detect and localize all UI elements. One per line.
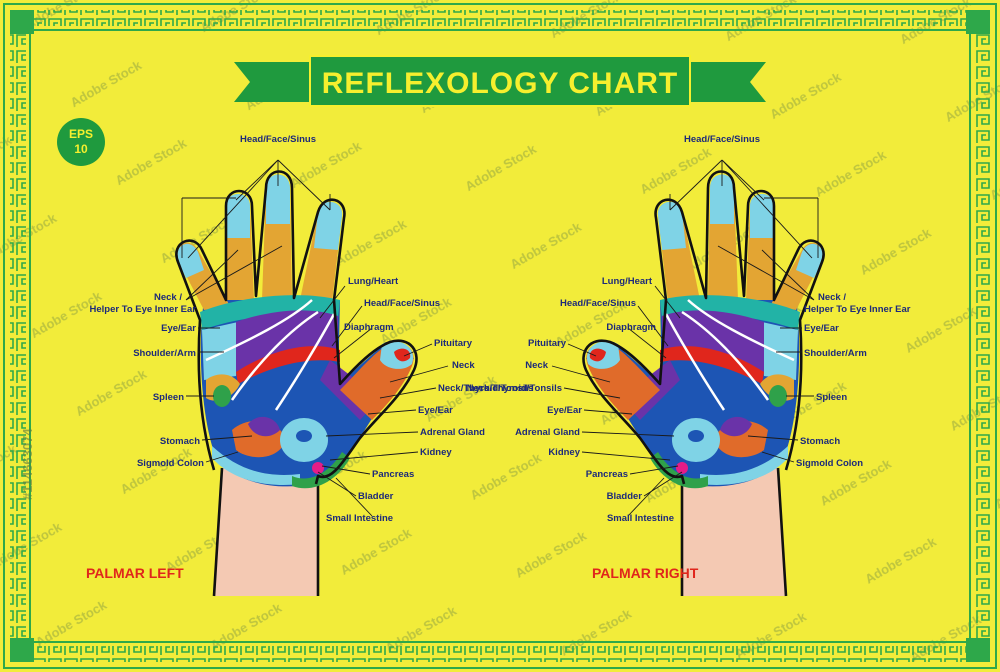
left-label-head-face-sinus: Head/Face/Sinus	[364, 298, 440, 309]
right-label-diaphragm: Diaphragm	[606, 322, 656, 333]
right-label-neck-helper-1: Neck /	[818, 292, 846, 303]
chart-title: REFLEXOLOGY CHART	[322, 67, 678, 100]
left-label-pancreas: Pancreas	[372, 469, 414, 480]
left-label-eye-ear: Eye/Ear	[161, 323, 196, 334]
right-label-stomach: Stomach	[800, 436, 840, 447]
left-label-bladder: Bladder	[358, 491, 394, 502]
left-label-adrenal-gland: Adrenal Gland	[420, 427, 485, 438]
right-label-lung-heart: Lung/Heart	[602, 276, 653, 287]
right-label-adrenal-gland: Adrenal Gland	[515, 427, 580, 438]
left-label-neck-helper-2: Helper To Eye Inner Ear	[90, 304, 197, 315]
eps-badge: EPS 10	[57, 118, 105, 166]
left-label-small-intestine: Small Intestine	[326, 513, 393, 524]
right-label-neck: Neck	[525, 360, 548, 371]
greek-key-border	[3, 3, 997, 669]
left-labels: Head/Face/Sinus Neck / Helper To Eye Inn…	[90, 134, 534, 524]
right-label-pancreas: Pancreas	[586, 469, 628, 480]
right-label-kidney: Kidney	[548, 447, 580, 458]
right-label-sigmoid-colon: Sigmold Colon	[796, 458, 863, 469]
left-label-pituitary: Pituitary	[434, 338, 473, 349]
left-label-spleen: Spleen	[153, 392, 184, 403]
left-label-diaphragm: Diaphragm	[344, 322, 394, 333]
right-label-eye-ear: Eye/Ear	[804, 323, 839, 334]
left-label-head-face-sinus-top: Head/Face/Sinus	[240, 134, 316, 145]
watermark-id: #114663074	[20, 428, 35, 500]
right-label-neck-thyroid-tonsils: Neck/Thyroid/Tonsils	[467, 383, 562, 394]
right-label-head-face-sinus: Head/Face/Sinus	[560, 298, 636, 309]
right-label-neck-helper-2: Helper To Eye Inner Ear	[804, 304, 911, 315]
right-label-bladder: Bladder	[607, 491, 643, 502]
right-label-eye-ear-thumb: Eye/Ear	[547, 405, 582, 416]
caption-palmar-left: PALMAR LEFT	[86, 565, 184, 581]
right-labels: Head/Face/Sinus Neck / Helper To Eye Inn…	[467, 134, 911, 524]
left-label-lung-heart: Lung/Heart	[348, 276, 399, 287]
left-label-kidney: Kidney	[420, 447, 452, 458]
right-label-small-intestine: Small Intestine	[607, 513, 674, 524]
right-label-shoulder-arm: Shoulder/Arm	[804, 348, 867, 359]
left-label-neck-thyroid-tonsils: Neck/Thyroid/Tonsils	[438, 383, 533, 394]
badge-line1: EPS	[69, 127, 93, 141]
left-leader-lines	[181, 159, 449, 517]
left-label-eye-ear-thumb: Eye/Ear	[418, 405, 453, 416]
badge-line2: 10	[74, 142, 88, 156]
right-label-pituitary: Pituitary	[528, 338, 567, 349]
title-ribbon: REFLEXOLOGY CHART	[234, 55, 766, 107]
right-leader-lines	[551, 159, 819, 517]
left-label-neck: Neck	[452, 360, 475, 371]
left-label-stomach: Stomach	[160, 436, 200, 447]
right-label-spleen: Spleen	[816, 392, 847, 403]
right-label-head-face-sinus-top: Head/Face/Sinus	[684, 134, 760, 145]
left-label-shoulder-arm: Shoulder/Arm	[133, 348, 196, 359]
left-label-sigmoid-colon: Sigmold Colon	[137, 458, 204, 469]
left-label-neck-helper-1: Neck /	[154, 292, 182, 303]
caption-palmar-right: PALMAR RIGHT	[592, 565, 699, 581]
